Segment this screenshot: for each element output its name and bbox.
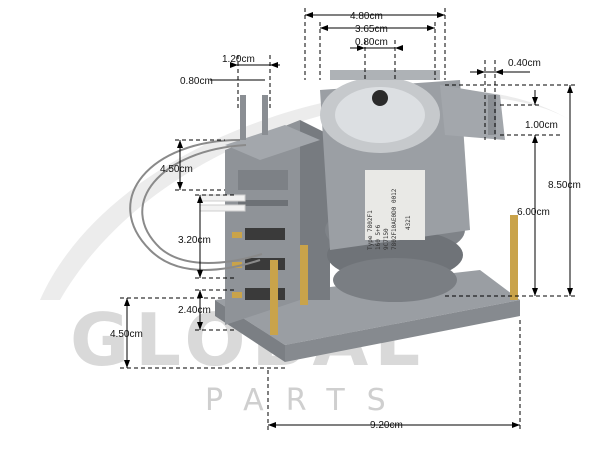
dim-right-600: 6.00cm <box>517 207 550 218</box>
mounting-bracket <box>330 70 440 80</box>
dimension-lines <box>120 8 575 430</box>
motor-label-line1: Type 7802F1 <box>367 210 374 250</box>
dim-left-080: 0.80cm <box>180 76 213 87</box>
motor-label-line4: 7802F10AE0D0 0012 <box>391 188 398 250</box>
dim-top-480: 4.80cm <box>350 11 383 22</box>
top-frame <box>225 85 505 160</box>
dim-right-100: 1.00cm <box>525 120 558 131</box>
watermark-brand-small: PARTS <box>205 383 408 418</box>
switch-block <box>225 120 330 325</box>
dim-right-040: 0.40cm <box>508 58 541 69</box>
motor-housing: Type 7802F1 160 5+6 9C7150 7802F10AE0D0 … <box>320 70 470 250</box>
motor-label-line5: 4321 <box>405 215 412 230</box>
dim-left-320: 3.20cm <box>178 235 211 246</box>
brass-posts <box>270 215 518 335</box>
dim-left-120: 1.20cm <box>222 54 255 65</box>
dim-left-450-top: 4.50cm <box>160 164 193 175</box>
contact-3 <box>245 288 285 300</box>
dimension-labels: 4.80cm 3.65cm 0.80cm 1.20cm 0.80cm 0.40c… <box>110 11 581 431</box>
motor-shaft <box>372 90 388 106</box>
motor-label-line2: 160 5+6 <box>375 224 382 250</box>
dim-bottom-920: 9.20cm <box>370 420 403 431</box>
dim-left-240: 2.40cm <box>178 305 211 316</box>
contact-1 <box>245 228 285 240</box>
dim-left-450-bottom: 4.50cm <box>110 329 143 340</box>
contact-2 <box>245 258 285 270</box>
motor-label <box>365 170 425 240</box>
dim-top-080: 0.80cm <box>355 37 388 48</box>
wire-loop <box>129 139 263 271</box>
dim-top-365: 3.65cm <box>355 24 388 35</box>
dim-right-850: 8.50cm <box>548 180 581 191</box>
motor-label-line3: 9C7150 <box>383 228 390 250</box>
dimension-arrows <box>124 12 573 428</box>
